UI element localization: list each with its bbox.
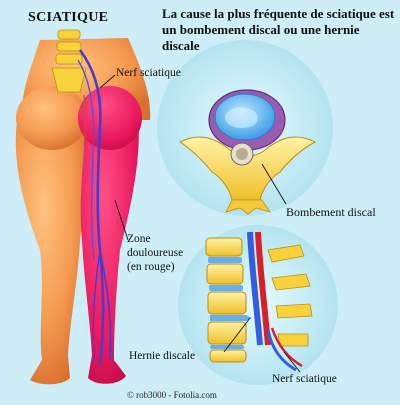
heading-text: La cause la plus fréquente de sciatique … xyxy=(162,6,395,53)
image-credit: © rob3000 - Fotolia.com xyxy=(127,390,217,400)
zone-line-2: douloureuse xyxy=(127,247,184,259)
lumbar-spine xyxy=(51,29,87,93)
right-buttock xyxy=(78,86,142,150)
disc-bulge-inset xyxy=(157,40,333,216)
right-leg-pain-zone xyxy=(80,115,139,384)
herniated-disc-inset xyxy=(178,225,338,385)
zone-line-3: (en rouge) xyxy=(127,261,175,273)
sciatic-nerve xyxy=(78,49,105,366)
label-bombement-discal: Bombement discal xyxy=(286,205,376,219)
label-zone-douloureuse: Zone douloureuse (en rouge) xyxy=(127,232,207,274)
left-leg xyxy=(15,115,87,385)
label-nerf-sciatique-bottom: Nerf sciatique xyxy=(272,373,337,385)
label-hernie-discale: Hernie discale xyxy=(129,350,196,362)
diagram-title: SCIATIQUE xyxy=(28,10,109,25)
label-nerf-sciatique-top: Nerf sciatique xyxy=(116,67,181,79)
body-figure xyxy=(15,29,151,385)
left-buttock xyxy=(16,86,88,150)
zone-line-1: Zone xyxy=(127,233,151,245)
